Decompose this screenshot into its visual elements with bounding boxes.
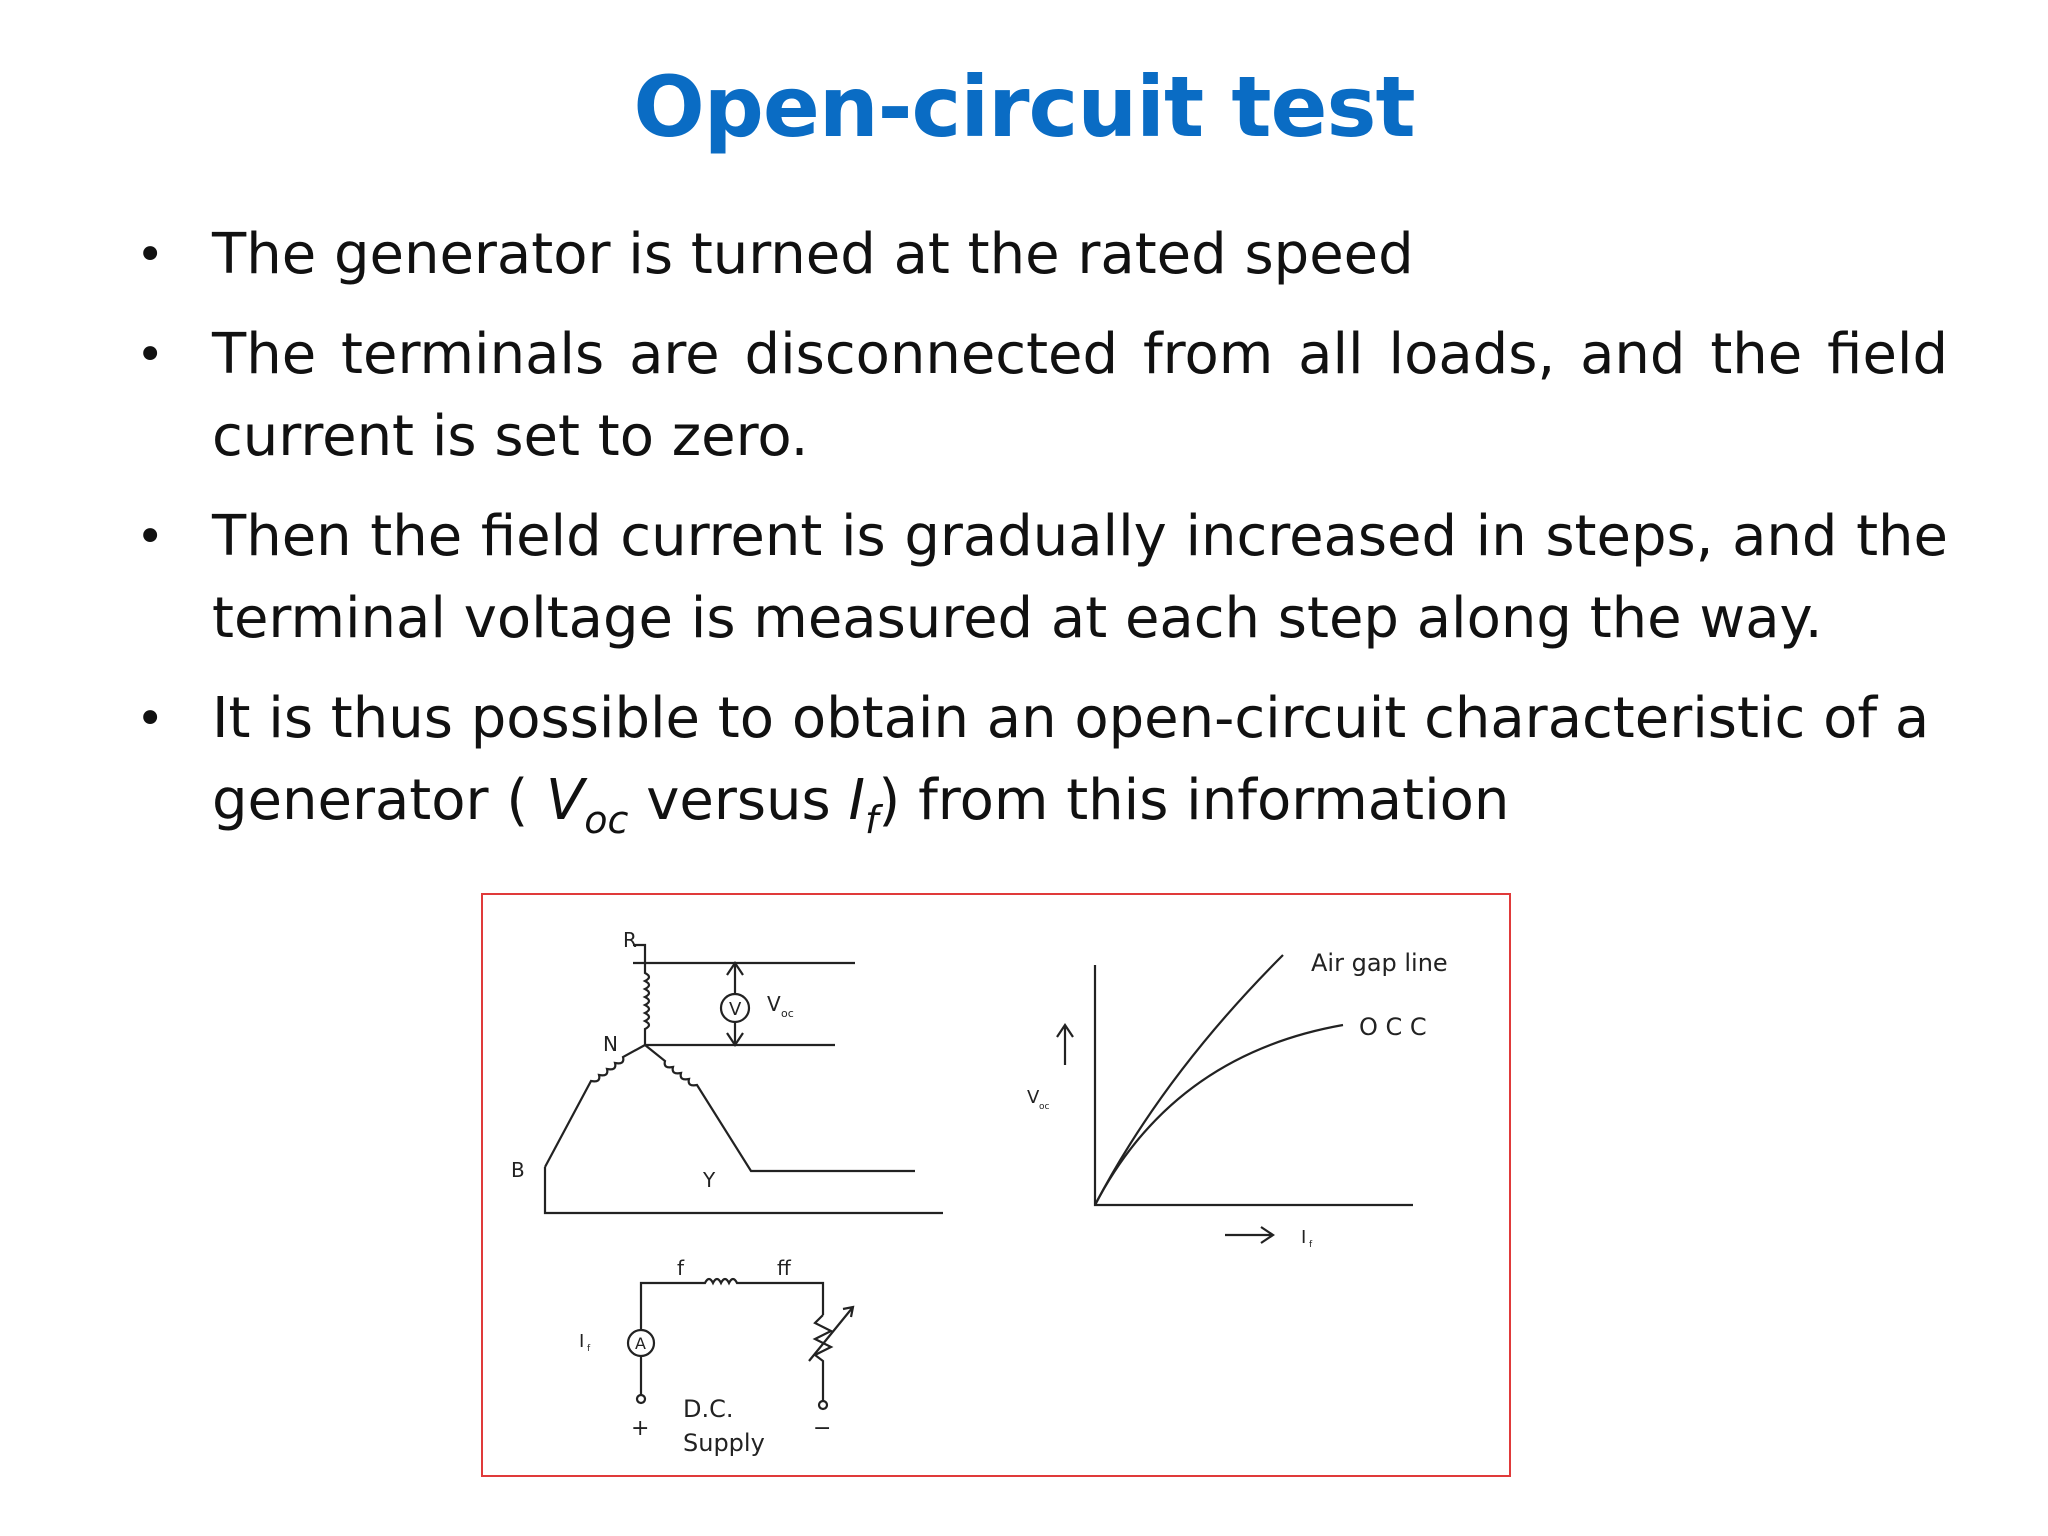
open-circuit-figure: R N B Y V V oc f ff A I f + − D.C. Suppl… [481, 893, 1511, 1477]
bullet-text-mid: versus [628, 768, 849, 833]
bullet-text: The terminals are disconnected from all … [212, 322, 1948, 469]
r-phase-coil [642, 963, 651, 1045]
node-r-label: R [623, 928, 637, 952]
bullet-dot: • [136, 227, 165, 283]
bullet-item: • The generator is turned at the rated s… [128, 214, 1948, 296]
y-phase-coil [644, 1044, 915, 1173]
bullet-item: • Then the field current is gradually in… [128, 496, 1948, 660]
minus-terminal [817, 1399, 829, 1411]
graph-axes [1093, 965, 1413, 1207]
plus-terminal [635, 1393, 647, 1405]
voltmeter-letter: V [729, 999, 742, 1020]
bullet-dot: • [136, 509, 165, 565]
x-axis-arrow [1225, 1226, 1275, 1244]
node-n-label: N [603, 1032, 618, 1056]
graph-x-label: I [1301, 1227, 1306, 1248]
if-symbol: I [848, 768, 866, 833]
voltmeter-arrows [726, 961, 744, 1047]
bullet-dot: • [136, 691, 165, 747]
air-gap-line [1094, 954, 1284, 1206]
bullet-text: The generator is turned at the rated spe… [212, 222, 1414, 287]
dc-supply-line1: D.C. [683, 1395, 734, 1423]
bullet-item: • The terminals are disconnected from al… [128, 314, 1948, 478]
if-sub-label: f [587, 1344, 591, 1354]
field-ff-label: ff [777, 1256, 792, 1280]
voc-symbol: V [545, 768, 585, 833]
voc-subscript: oc [584, 798, 629, 842]
ammeter-letter: A [635, 1334, 646, 1353]
node-y-label: Y [702, 1168, 716, 1192]
bullet-text: Then the field current is gradually incr… [212, 504, 1948, 651]
graph-y-label: V [1027, 1087, 1040, 1108]
air-gap-line-label: Air gap line [1311, 949, 1448, 977]
b-phase-coil [544, 1044, 646, 1168]
graph-x-sub: f [1309, 1240, 1313, 1250]
if-label: I [579, 1331, 584, 1352]
slide-title: Open-circuit test [633, 58, 1415, 156]
occ-curve [1094, 1023, 1344, 1206]
b-output-line [543, 1167, 943, 1215]
field-winding [639, 1277, 825, 1330]
node-b-label: B [511, 1158, 525, 1182]
dc-supply-line2: Supply [683, 1429, 765, 1457]
graph-y-sub: oc [1039, 1102, 1050, 1112]
plus-sign: + [631, 1416, 649, 1441]
bullet-item: • It is thus possible to obtain an open-… [128, 678, 1948, 861]
voc-label: V [767, 992, 781, 1016]
rheostat-arrow [808, 1305, 855, 1362]
voc-sub-label: oc [781, 1007, 794, 1020]
bullet-dot: • [136, 327, 165, 383]
y-axis-arrow [1056, 1023, 1074, 1065]
bullet-text-pre: It is thus possible to obtain an open-ci… [212, 686, 1930, 833]
bullet-text-post: ) from this information [878, 768, 1510, 833]
occ-label: O C C [1359, 1013, 1427, 1041]
field-f-label: f [677, 1256, 685, 1280]
rheostat [812, 1314, 834, 1401]
voltmeter-circle [719, 992, 751, 1024]
if-subscript: f [865, 798, 879, 842]
minus-sign: − [813, 1416, 831, 1441]
r-lead [633, 943, 647, 965]
bullet-list: • The generator is turned at the rated s… [128, 214, 1948, 879]
figure-svg: R N B Y V V oc f ff A I f + − D.C. Suppl… [511, 928, 1448, 1457]
